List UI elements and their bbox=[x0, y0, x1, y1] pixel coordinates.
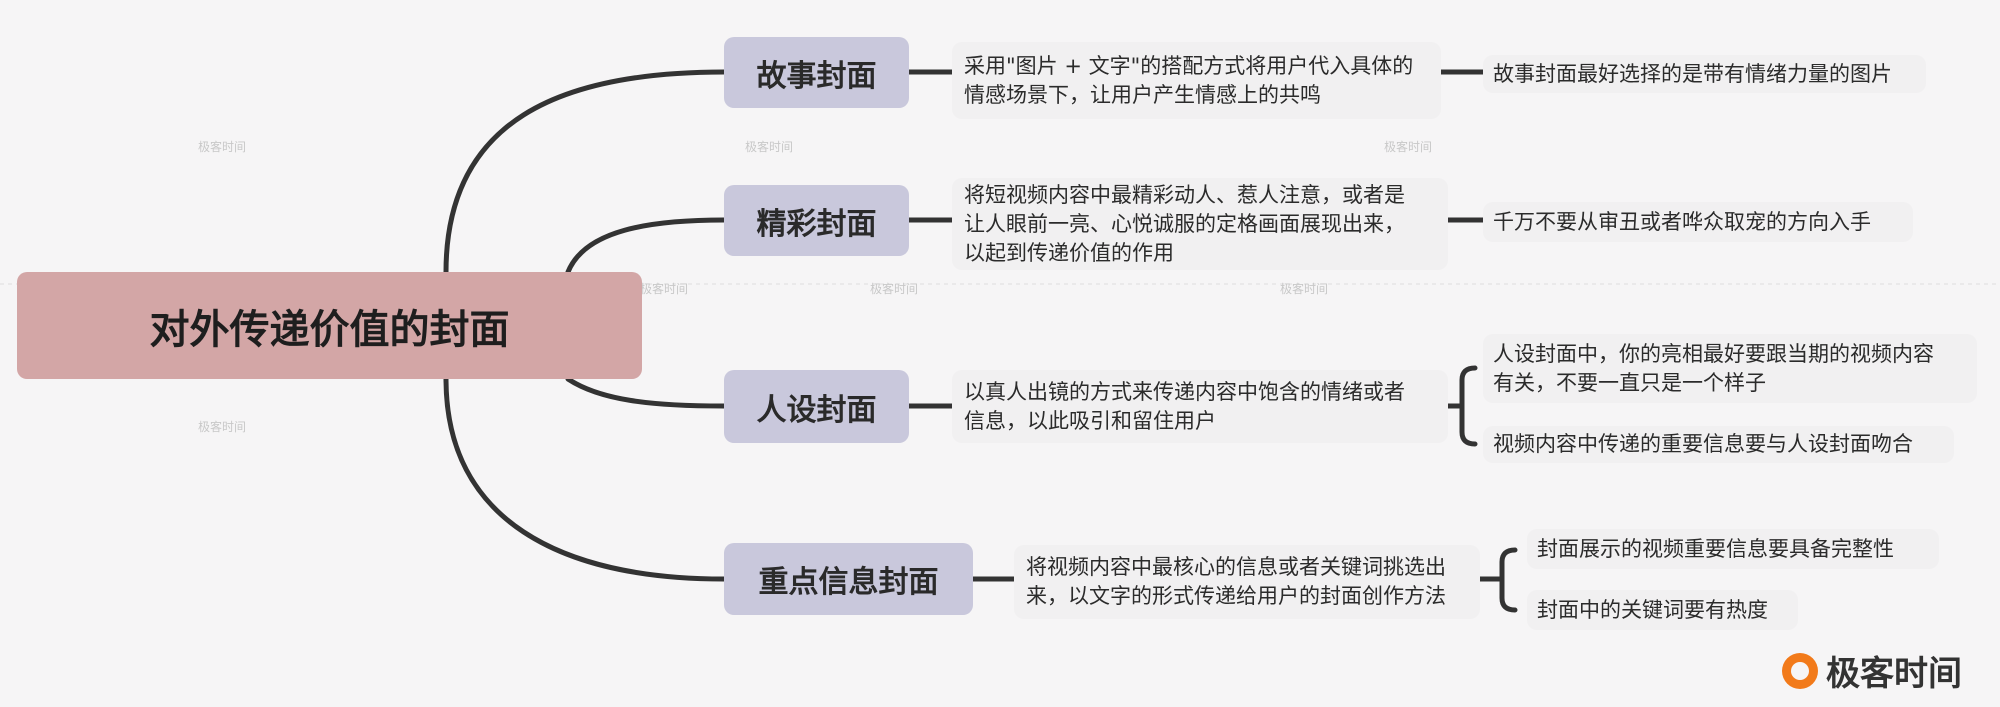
root-node[interactable]: 对外传递价值的封面 bbox=[17, 272, 642, 379]
desc-key-info-cover[interactable]: 将视频内容中最核心的信息或者关键词挑选出 来，以文字的形式传递给用户的封面创作方… bbox=[1014, 545, 1480, 619]
branch-key-info-cover[interactable]: 重点信息封面 bbox=[724, 543, 973, 615]
desc-highlight-cover[interactable]: 将短视频内容中最精彩动人、惹人注意，或者是 让人眼前一亮、心悦诚服的定格画面展现… bbox=[952, 178, 1448, 270]
desc-persona-cover[interactable]: 以真人出镜的方式来传递内容中饱含的情绪或者 信息，以此吸引和留住用户 bbox=[952, 370, 1448, 443]
brand-logo: 极客时间 bbox=[1782, 646, 1962, 695]
watermark: 极客时间 bbox=[1384, 140, 1433, 154]
watermark: 极客时间 bbox=[640, 282, 689, 296]
leaf-highlight-1[interactable]: 千万不要从审丑或者哗众取宠的方向入手 bbox=[1483, 202, 1913, 242]
logo-icon bbox=[1782, 652, 1818, 689]
branch-highlight-cover[interactable]: 精彩封面 bbox=[724, 185, 909, 256]
watermark: 极客时间 bbox=[745, 140, 794, 154]
watermark: 极客时间 bbox=[198, 420, 247, 434]
branch-persona-cover[interactable]: 人设封面 bbox=[724, 370, 909, 443]
leaf-key-info-2[interactable]: 封面中的关键词要有热度 bbox=[1527, 590, 1798, 630]
watermark: 极客时间 bbox=[870, 282, 919, 296]
leaf-key-info-1[interactable]: 封面展示的视频重要信息要具备完整性 bbox=[1527, 529, 1939, 569]
leaf-story-1[interactable]: 故事封面最好选择的是带有情绪力量的图片 bbox=[1483, 55, 1926, 93]
watermark: 极客时间 bbox=[198, 140, 247, 154]
leaf-persona-1[interactable]: 人设封面中，你的亮相最好要跟当期的视频内容 有关，不要一直只是一个样子 bbox=[1483, 334, 1977, 403]
desc-story-cover[interactable]: 采用"图片 + 文字"的搭配方式将用户代入具体的 情感场景下，让用户产生情感上的… bbox=[952, 42, 1441, 119]
branch-story-cover[interactable]: 故事封面 bbox=[724, 37, 909, 108]
logo-text: 极客时间 bbox=[1826, 654, 1962, 694]
watermark: 极客时间 bbox=[1280, 282, 1329, 296]
leaf-persona-2[interactable]: 视频内容中传递的重要信息要与人设封面吻合 bbox=[1483, 426, 1954, 463]
